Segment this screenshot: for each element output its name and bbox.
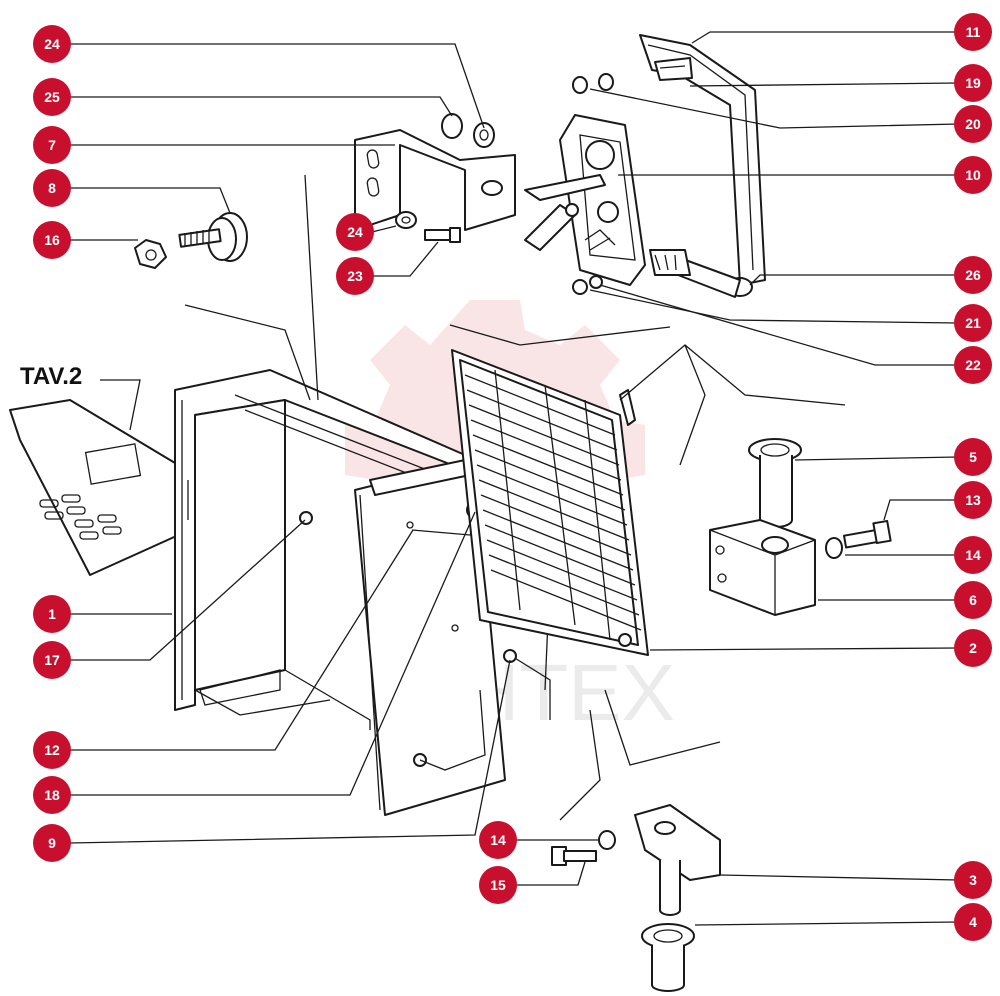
nut-25 [441,113,463,139]
svg-text:25: 25 [44,89,60,105]
leader-lines [69,31,959,926]
svg-text:17: 17 [44,652,60,668]
svg-text:3: 3 [969,872,977,888]
svg-text:14: 14 [965,547,981,563]
callout-9: 9 [33,824,71,862]
washer-22 [589,275,603,289]
washer-14 [825,537,843,559]
construction-lines [184,174,846,821]
callout-16: 16 [33,221,71,259]
hinge-block-6 [709,519,816,616]
callout-11: 11 [954,13,992,51]
callout-17: 17 [33,641,71,679]
callout-18: 18 [33,776,71,814]
callout-5: 5 [954,438,992,476]
screw-13 [843,519,892,549]
callout-group: 24 25 7 8 16 24 23 1 17 12 18 9 14 15 11… [33,13,992,941]
hinge-bracket-3 [634,804,721,916]
callout-14-bottom: 14 [479,821,517,859]
svg-text:5: 5 [969,449,977,465]
svg-text:1: 1 [48,606,56,622]
callout-3: 3 [954,861,992,899]
housing-frame [174,369,466,730]
callout-2: 2 [954,629,992,667]
grille-panel [451,349,649,656]
svg-text:6: 6 [969,592,977,608]
washer-19 [598,73,614,91]
callout-24-top: 24 [33,25,71,63]
svg-text:24: 24 [44,36,60,52]
callout-1: 1 [33,595,71,633]
callout-24-mid: 24 [336,213,374,251]
inner-panel [354,459,506,816]
svg-text:4: 4 [969,914,977,930]
callout-14-right: 14 [954,536,992,574]
callout-12: 12 [33,731,71,769]
washer-24 [473,122,495,148]
callout-4: 4 [954,903,992,941]
callout-25: 25 [33,78,71,116]
callout-20: 20 [954,105,992,143]
callout-19: 19 [954,64,992,102]
callout-8: 8 [33,169,71,207]
callout-23: 23 [336,257,374,295]
bushing-4 [641,923,695,992]
callout-7: 7 [33,126,71,164]
nut-20 [572,76,588,94]
svg-text:2: 2 [969,640,977,656]
callout-26: 26 [954,256,992,294]
svg-text:24: 24 [347,224,363,240]
svg-text:16: 16 [44,232,60,248]
svg-text:26: 26 [965,267,981,283]
callout-15: 15 [479,866,517,904]
sheet-label: TAV.2 [20,363,82,390]
svg-text:20: 20 [965,116,981,132]
svg-text:10: 10 [965,167,981,183]
svg-text:15: 15 [490,877,506,893]
svg-text:7: 7 [48,137,56,153]
callout-21: 21 [954,304,992,342]
latch-assembly [524,114,646,286]
svg-text:14: 14 [490,832,506,848]
callout-10: 10 [954,156,992,194]
bolt-23 [424,227,461,243]
callout-22: 22 [954,346,992,384]
callout-6: 6 [954,581,992,619]
svg-text:9: 9 [48,835,56,851]
svg-text:19: 19 [965,75,981,91]
svg-text:8: 8 [48,180,56,196]
callout-13: 13 [954,481,992,519]
washer-14-lower [598,830,616,850]
handle [639,34,766,298]
svg-text:18: 18 [44,787,60,803]
svg-text:12: 12 [44,742,60,758]
svg-text:22: 22 [965,357,981,373]
nut-21 [572,279,588,295]
washer-24-lower [395,211,417,229]
svg-text:11: 11 [966,24,981,40]
bolt-15 [551,846,597,866]
svg-text:13: 13 [965,492,981,508]
grille-slats [464,369,642,641]
bracket [354,129,516,231]
svg-text:23: 23 [347,268,363,284]
knob-bolt [178,212,248,262]
bushing-5 [748,438,802,528]
hex-nut [134,239,167,269]
svg-text:21: 21 [965,315,981,331]
